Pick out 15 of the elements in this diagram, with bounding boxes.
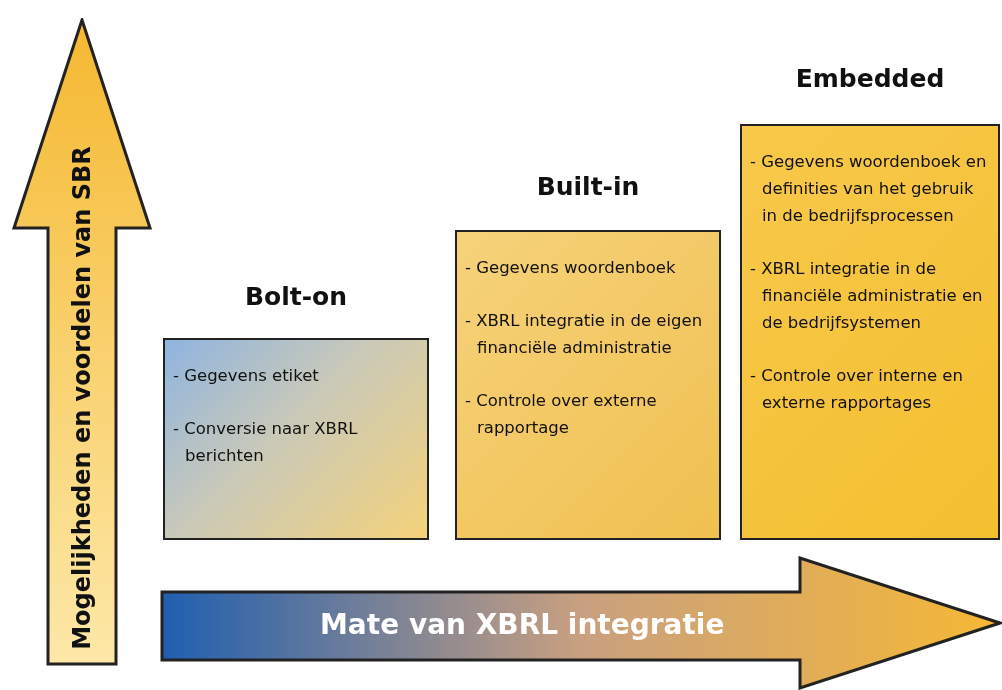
bullet-text: - Gegevens etiket	[173, 365, 320, 387]
bullet-text: - Gegevens woordenboek	[465, 257, 677, 279]
bullet-text: - XBRL integratie in de financiële administratie en de bedrijfsystemen	[750, 258, 984, 334]
bullet-text: - XBRL integratie in de eigen financiële administratie	[465, 310, 704, 359]
bullet-text: - Controle over externe rapportage	[465, 390, 658, 439]
stage-heading: Embedded	[795, 64, 945, 93]
bullet-text: - Controle over interne en externe rapportages	[750, 365, 964, 414]
stage-heading: Bolt-on	[244, 282, 348, 311]
bullet-text: - Conversie naar XBRL berichten	[173, 418, 359, 467]
horizontal-arrow	[160, 556, 1002, 690]
arrow-label: Mogelijkheden en voordelen van SBR	[68, 146, 96, 650]
arrow-label: Mate van XBRL integratie	[320, 608, 725, 641]
bullet-text: - Gegevens woordenboek en definities van het gebruik in de bedrijfsprocessen	[750, 151, 988, 227]
vertical-arrow	[12, 18, 152, 666]
stage-heading: Built-in	[536, 172, 640, 201]
